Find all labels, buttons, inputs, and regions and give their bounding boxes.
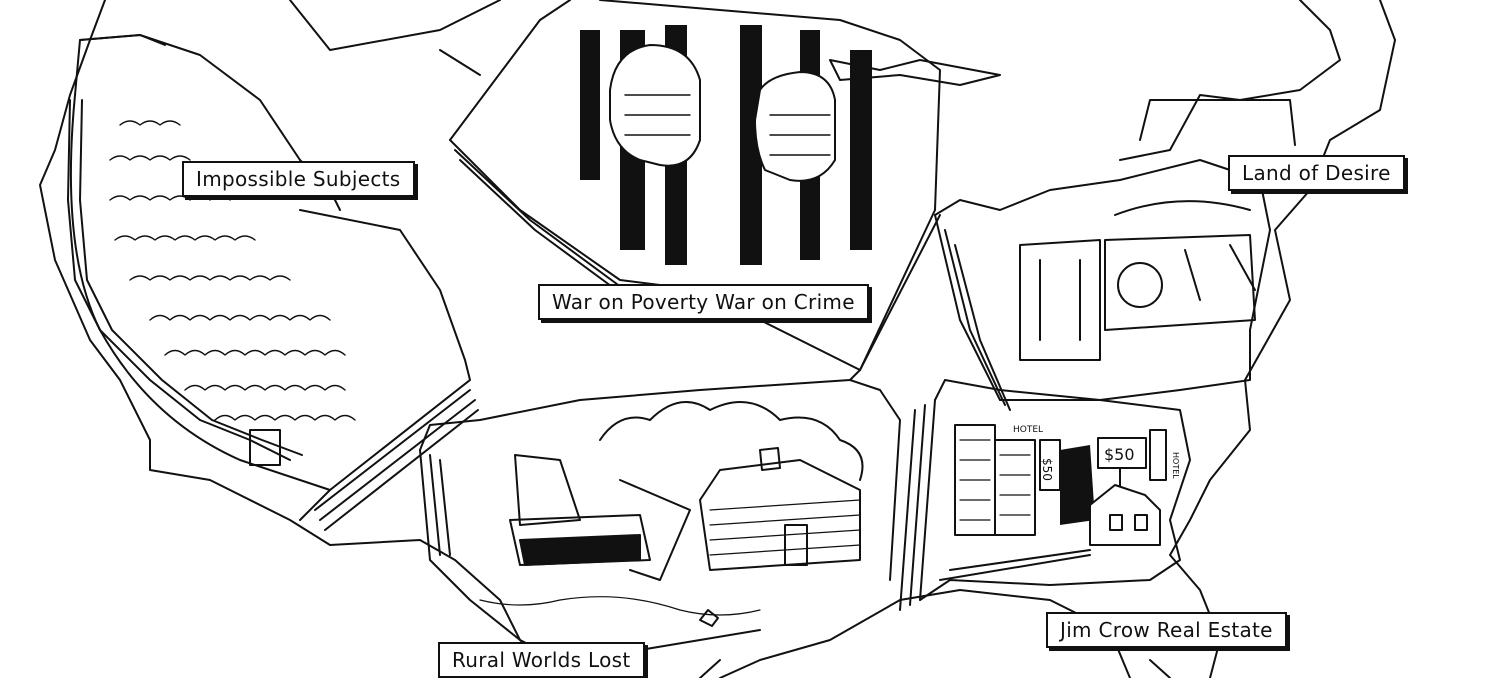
hotel-sign-left: HOTEL	[1013, 425, 1043, 435]
book-jim-crow-real-estate	[899, 379, 1191, 611]
book-war-on-poverty	[439, 0, 941, 381]
price-sign-right: $50	[1104, 445, 1135, 464]
label-war-on-poverty: War on Poverty War on Crime	[538, 284, 869, 320]
label-land-of-desire: Land of Desire	[1228, 155, 1405, 191]
book-impossible-subjects	[67, 34, 479, 531]
hotel-sign-right: HOTEL	[1171, 452, 1180, 479]
book-rural-worlds-lost	[419, 379, 901, 661]
us-map-outline	[39, 0, 1396, 678]
book-land-of-desire	[934, 99, 1296, 411]
price-sign-left: $50	[1040, 458, 1054, 481]
label-impossible-subjects: Impossible Subjects	[182, 161, 415, 197]
label-rural-worlds-lost: Rural Worlds Lost	[438, 642, 645, 678]
top-page	[289, 0, 501, 51]
label-jim-crow-real-estate: Jim Crow Real Estate	[1046, 612, 1287, 648]
